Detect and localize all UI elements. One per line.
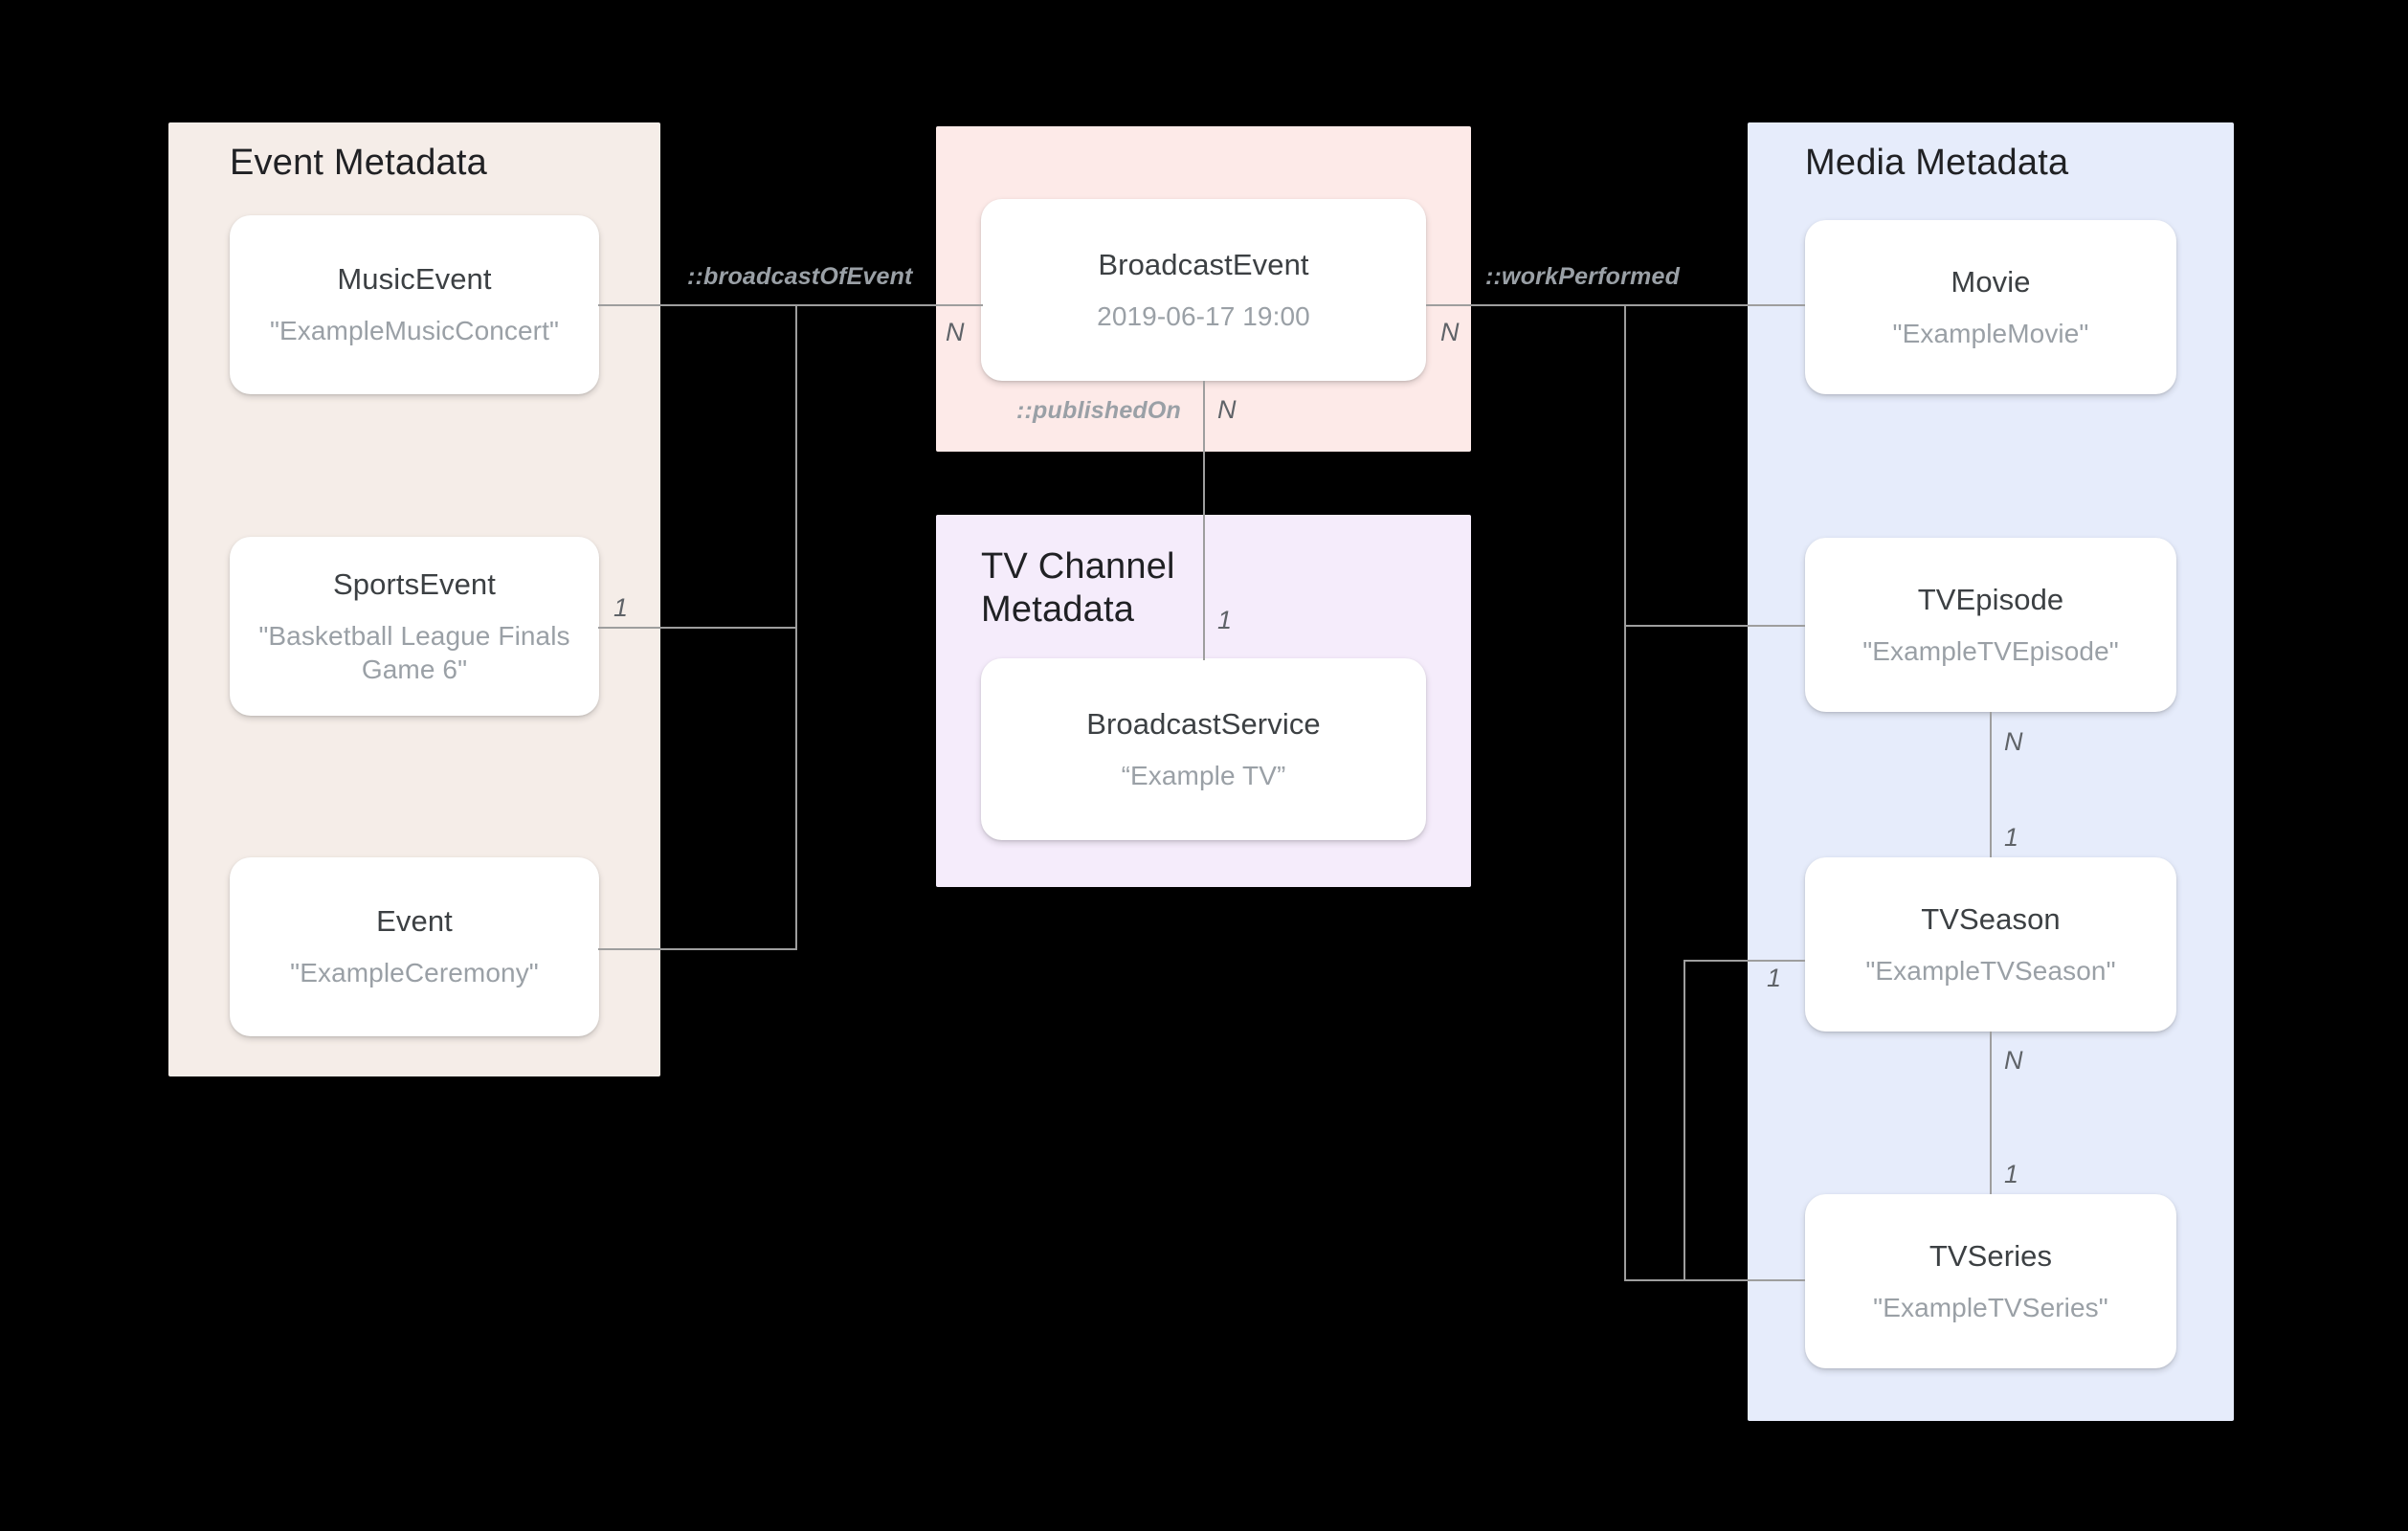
card-value: 2019-06-17 19:00: [1097, 300, 1310, 331]
edge-broadcast-event-to-service: [1203, 381, 1205, 660]
edge-tv-episode-to-tv-season: [1990, 712, 1992, 857]
card-value: "ExampleCeremony": [290, 958, 539, 988]
card-event[interactable]: Event "ExampleCeremony": [230, 857, 599, 1036]
panel-title-tv-channel-metadata: TV Channel Metadata: [981, 546, 1175, 630]
card-value: "ExampleTVEpisode": [1862, 635, 2119, 666]
cardinality-tv-series-1: 1: [2004, 1160, 2019, 1188]
edge-label-broadcast-of-event: ::broadcastOfEvent: [687, 263, 913, 290]
card-value: "ExampleMusicConcert": [269, 316, 560, 346]
cardinality-tv-season-n: N: [2004, 1046, 2023, 1075]
card-tv-season[interactable]: TVSeason "ExampleTVSeason": [1805, 857, 2176, 1032]
panel-title-event-metadata: Event Metadata: [230, 143, 487, 183]
cardinality-published-on-n: N: [1217, 395, 1237, 424]
card-music-event[interactable]: MusicEvent "ExampleMusicConcert": [230, 215, 599, 394]
cardinality-sports-event-1: 1: [613, 593, 629, 622]
edge-sports-event-to-bus: [598, 627, 796, 629]
card-title: MusicEvent: [337, 262, 492, 297]
card-title: TVEpisode: [1917, 582, 2064, 616]
cardinality-broadcast-event-left-n: N: [946, 318, 965, 346]
edge-label-published-on: ::publishedOn: [1016, 397, 1182, 424]
card-value: "ExampleTVSeries": [1873, 1292, 2108, 1322]
card-tv-series[interactable]: TVSeries "ExampleTVSeries": [1805, 1194, 2176, 1368]
card-value: "Basketball League Finals Game 6": [258, 620, 570, 684]
card-broadcast-event[interactable]: BroadcastEvent 2019-06-17 19:00: [981, 199, 1426, 381]
edge-bus-to-tv-episode: [1624, 625, 1805, 627]
card-title: SportsEvent: [333, 566, 496, 601]
card-broadcast-service[interactable]: BroadcastService “Example TV”: [981, 658, 1426, 840]
card-value: “Example TV”: [1121, 760, 1286, 790]
card-title: BroadcastService: [1086, 706, 1321, 741]
cardinality-broadcast-service-1: 1: [1217, 606, 1233, 634]
edge-tv-season-to-tv-series: [1990, 1032, 1992, 1194]
panel-title-media-metadata: Media Metadata: [1805, 143, 2069, 183]
card-sports-event[interactable]: SportsEvent "Basketball League Finals Ga…: [230, 537, 599, 716]
edge-broadcast-event-to-media-bus: [1426, 304, 1805, 306]
edge-tv-season-bus: [1683, 960, 1685, 1279]
edge-bus-to-tv-season: [1683, 960, 1805, 962]
card-value: "ExampleTVSeason": [1865, 955, 2116, 986]
edge-label-work-performed: ::workPerformed: [1485, 263, 1681, 290]
card-value: "ExampleMovie": [1892, 318, 2089, 348]
card-title: Movie: [1951, 264, 2031, 299]
cardinality-tv-episode-n: N: [2004, 727, 2023, 756]
cardinality-broadcast-event-right-n: N: [1440, 318, 1460, 346]
cardinality-tv-season-1: 1: [2004, 823, 2019, 852]
card-movie[interactable]: Movie "ExampleMovie": [1805, 220, 2176, 394]
cardinality-tv-season-side-1: 1: [1767, 964, 1782, 992]
card-tv-episode[interactable]: TVEpisode "ExampleTVEpisode": [1805, 538, 2176, 712]
card-title: Event: [376, 904, 453, 939]
edge-event-vertical-bus: [795, 304, 797, 950]
card-title: TVSeries: [1929, 1238, 2053, 1273]
edge-bus-to-broadcast-event: [795, 304, 983, 306]
card-title: BroadcastEvent: [1098, 247, 1309, 281]
edge-music-event-to-bus: [598, 304, 796, 306]
card-title: TVSeason: [1921, 901, 2061, 936]
edge-event-to-bus: [598, 948, 796, 950]
edge-media-vertical-bus: [1624, 304, 1626, 1280]
edge-bus-to-tv-series: [1624, 1279, 1805, 1281]
